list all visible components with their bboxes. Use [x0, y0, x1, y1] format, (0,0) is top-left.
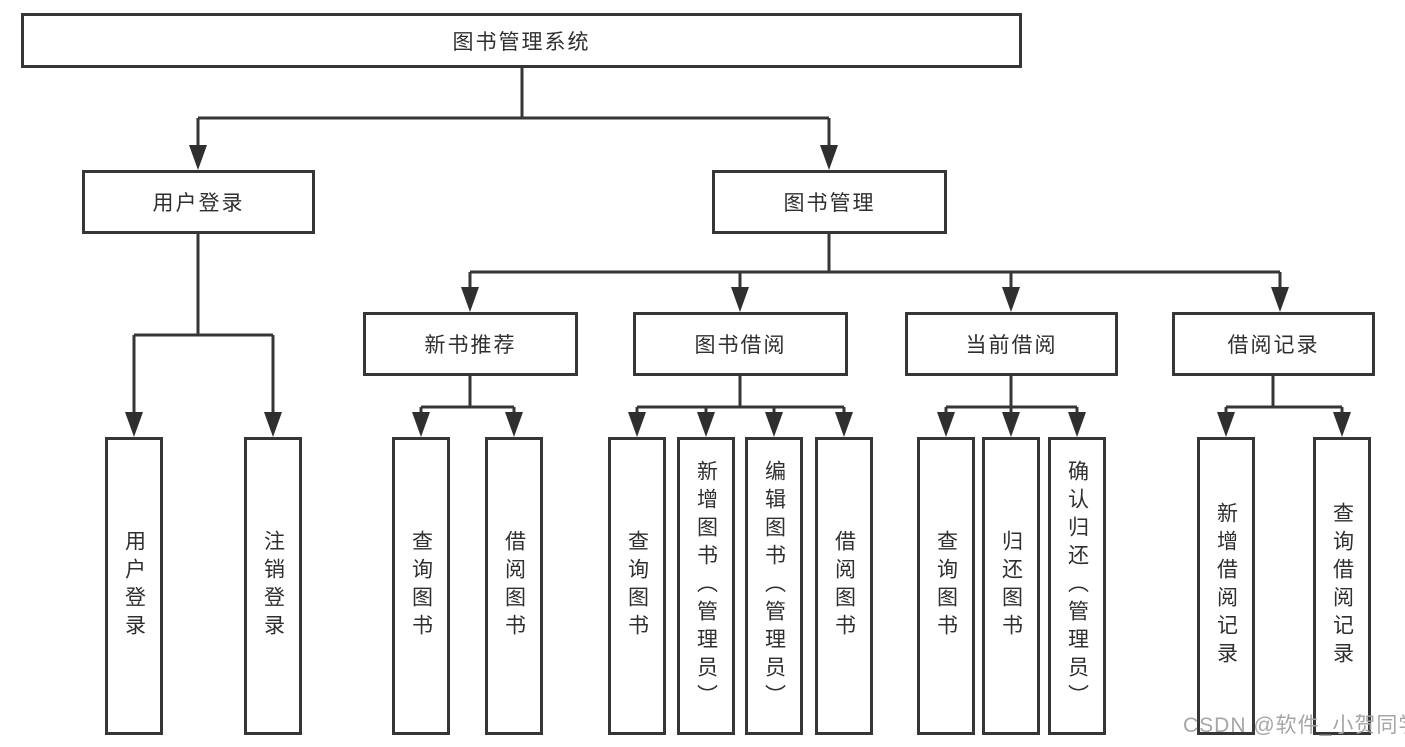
leaf-bb-add-books-admin: 新增图书（管理员）	[677, 437, 735, 735]
leaf-logout-label: 注销登录	[261, 530, 285, 642]
node-user-login-label: 用户登录	[152, 192, 245, 215]
leaf-cb-return-books-label: 归还图书	[999, 530, 1023, 642]
leaf-bb-borrow-books-label: 借阅图书	[832, 530, 856, 642]
node-book-management: 图书管理	[712, 170, 947, 234]
leaf-cb-return-books: 归还图书	[982, 437, 1040, 735]
node-user-login: 用户登录	[82, 170, 315, 234]
leaf-nb-borrow-books-label: 借阅图书	[502, 530, 526, 642]
node-new-book-recommend: 新书推荐	[363, 312, 578, 376]
leaf-bb-borrow-books: 借阅图书	[815, 437, 873, 735]
leaf-cb-query-books-label: 查询图书	[934, 530, 958, 642]
node-current-borrow: 当前借阅	[905, 312, 1118, 376]
csdn-watermark: CSDN @软件_小贺同学	[1183, 714, 1405, 737]
node-current-borrow-label: 当前借阅	[965, 334, 1058, 357]
leaf-cb-confirm-return-admin: 确认归还（管理员）	[1048, 437, 1106, 735]
leaf-nb-query-books-label: 查询图书	[409, 530, 433, 642]
leaf-logout: 注销登录	[244, 437, 302, 735]
leaf-cb-confirm-return-admin-label: 确认归还（管理员）	[1065, 460, 1089, 712]
node-book-management-label: 图书管理	[783, 192, 876, 215]
leaf-user-login-label: 用户登录	[122, 530, 146, 642]
leaf-nb-query-books: 查询图书	[392, 437, 450, 735]
leaf-bb-query-books: 查询图书	[608, 437, 666, 735]
node-new-book-recommend-label: 新书推荐	[424, 334, 517, 357]
leaf-bb-add-books-admin-label: 新增图书（管理员）	[694, 460, 718, 712]
leaf-br-add-record: 新增借阅记录	[1197, 437, 1255, 735]
node-library-system-label: 图书管理系统	[452, 30, 591, 54]
node-book-borrow-label: 图书借阅	[694, 334, 787, 357]
node-borrow-records-label: 借阅记录	[1227, 334, 1320, 357]
leaf-br-query-record-label: 查询借阅记录	[1330, 502, 1354, 670]
leaf-cb-query-books: 查询图书	[917, 437, 975, 735]
node-library-system: 图书管理系统	[21, 13, 1022, 68]
leaf-bb-query-books-label: 查询图书	[625, 530, 649, 642]
leaf-br-query-record: 查询借阅记录	[1313, 437, 1371, 735]
node-book-borrow: 图书借阅	[633, 312, 848, 376]
leaf-bb-edit-books-admin-label: 编辑图书（管理员）	[762, 460, 786, 712]
leaf-user-login: 用户登录	[105, 437, 163, 735]
leaf-nb-borrow-books: 借阅图书	[485, 437, 543, 735]
leaf-br-add-record-label: 新增借阅记录	[1214, 502, 1238, 670]
node-borrow-records: 借阅记录	[1172, 312, 1375, 376]
leaf-bb-edit-books-admin: 编辑图书（管理员）	[745, 437, 803, 735]
